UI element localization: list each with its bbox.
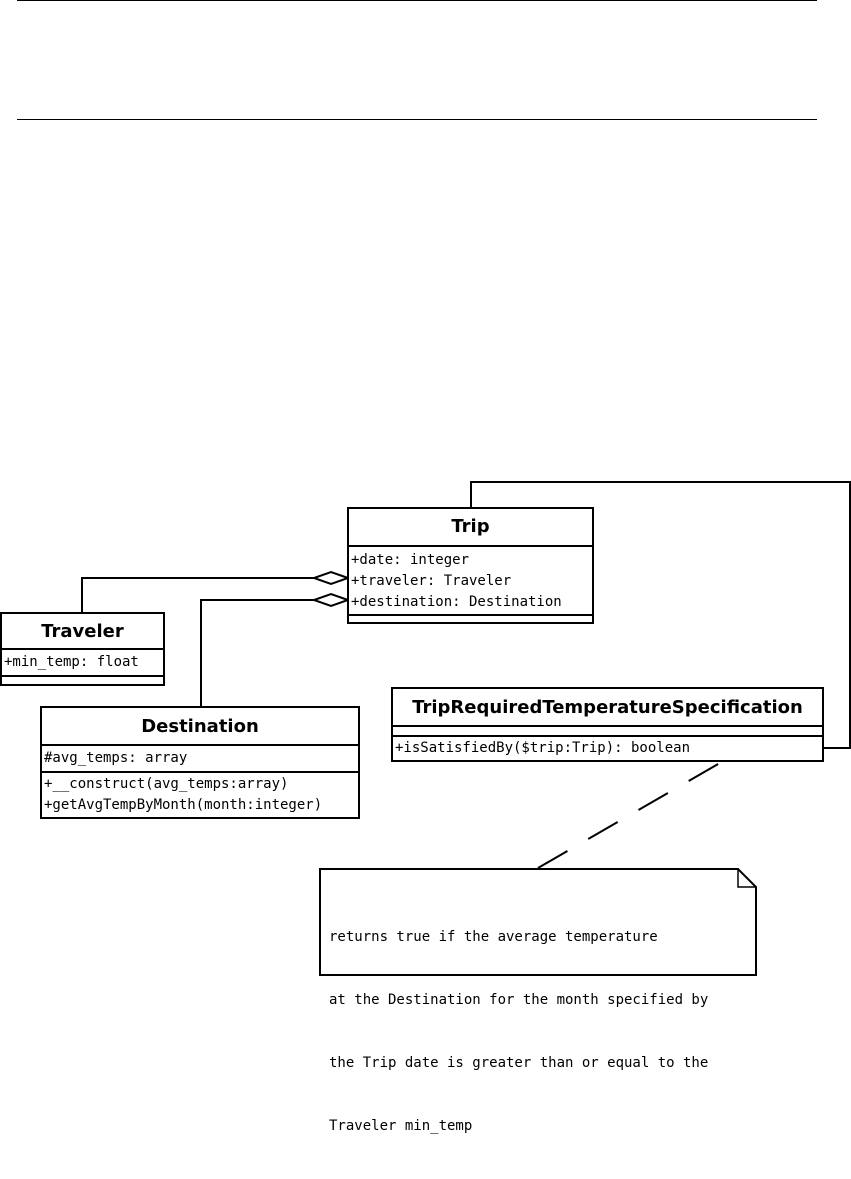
- connectors: [81, 481, 851, 869]
- class-traveler-attributes: +min_temp: float: [2, 650, 163, 677]
- class-destination-operations: +__construct(avg_temps:array) +getAvgTem…: [42, 773, 358, 817]
- note-line: returns true if the average temperature: [329, 929, 658, 945]
- class-traveler-attribute: +min_temp: float: [4, 654, 139, 670]
- uml-note[interactable]: returns true if the average temperature …: [319, 868, 757, 1134]
- class-trip-attribute: +traveler: Traveler: [351, 573, 512, 589]
- class-destination-attributes: #avg_temps: array: [42, 746, 358, 773]
- class-spec-operation: +isSatisfiedBy($trip:Trip): boolean: [395, 740, 691, 756]
- class-destination-operation: +__construct(avg_temps:array): [44, 776, 289, 792]
- class-trip-operations: [349, 616, 592, 622]
- top-rule: [17, 0, 817, 1]
- class-traveler-name: Traveler: [2, 614, 163, 650]
- class-destination-name: Destination: [42, 708, 358, 746]
- class-spec-attributes: [393, 727, 822, 737]
- class-spec-operations: +isSatisfiedBy($trip:Trip): boolean: [393, 737, 822, 760]
- spec-trip-dependency-line: [470, 481, 851, 749]
- class-trip-attribute: +destination: Destination: [351, 594, 562, 610]
- traveler-aggregation-diamond: [310, 570, 352, 586]
- class-trip-required-temperature-specification[interactable]: TripRequiredTemperatureSpecification +is…: [391, 687, 824, 762]
- class-spec-name: TripRequiredTemperatureSpecification: [393, 689, 822, 727]
- note-shape: [319, 868, 757, 976]
- class-trip-attributes: +date: integer +traveler: Traveler +dest…: [349, 547, 592, 616]
- note-anchor-line: [537, 748, 745, 869]
- class-trip-attribute: +date: integer: [351, 552, 470, 568]
- note-line: at the Destination for the month specifi…: [329, 992, 709, 1008]
- note-line: the Trip date is greater than or equal t…: [329, 1055, 709, 1071]
- note-line: Traveler min_temp: [329, 1118, 473, 1134]
- class-destination-operation: +getAvgTempByMonth(month:integer): [44, 797, 323, 813]
- class-traveler[interactable]: Traveler +min_temp: float: [0, 612, 165, 686]
- header-bottom-rule: [17, 119, 817, 120]
- class-trip-name: Trip: [349, 509, 592, 547]
- note-text: returns true if the average temperature …: [329, 885, 708, 1179]
- class-destination-attribute: #avg_temps: array: [44, 750, 188, 766]
- class-traveler-operations: [2, 677, 163, 684]
- traveler-aggregation-line: [81, 577, 314, 612]
- class-destination[interactable]: Destination #avg_temps: array +__constru…: [40, 706, 360, 819]
- destination-aggregation-diamond: [310, 592, 352, 608]
- class-trip[interactable]: Trip +date: integer +traveler: Traveler …: [347, 507, 594, 624]
- destination-aggregation-line: [200, 599, 314, 706]
